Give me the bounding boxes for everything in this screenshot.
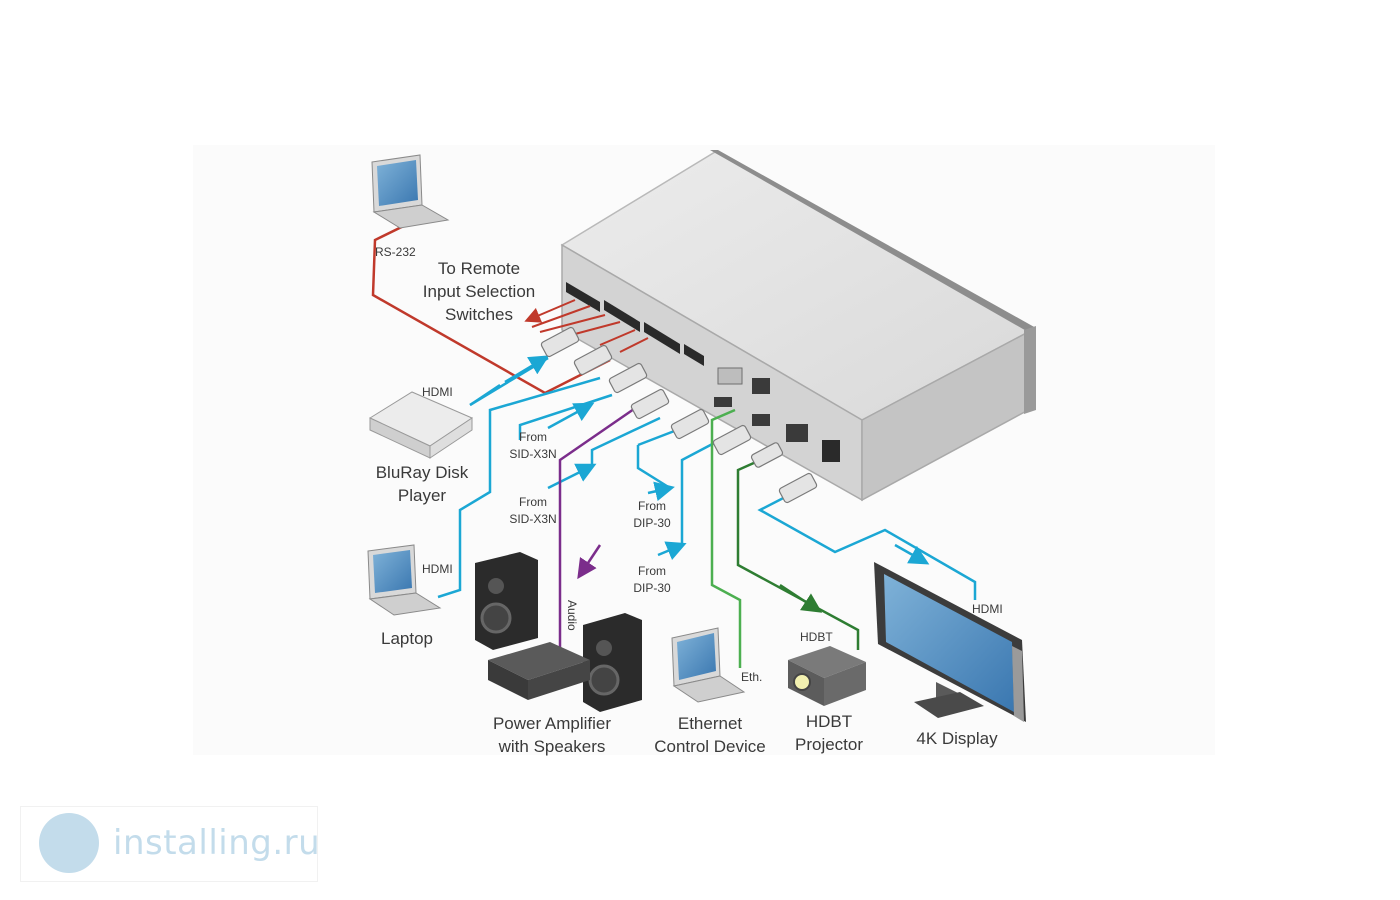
- laptop-icon: [367, 544, 442, 616]
- hdbt-cable-label: HDBT: [800, 630, 833, 644]
- dip-switch: [717, 367, 743, 385]
- hdbt-projector-icon: [788, 646, 866, 706]
- hdmi-bluray-label: HDMI: [422, 385, 453, 399]
- remote-switches-label-2: Input Selection: [423, 282, 535, 301]
- eth-label: Eth.: [741, 670, 762, 684]
- dip-label-2: DIP-30: [633, 581, 671, 595]
- projector-label-2: Projector: [795, 735, 863, 754]
- bluray-label-2: Player: [398, 486, 447, 505]
- ethernet-control-device-icon: [671, 627, 746, 703]
- audio-label: Audio: [565, 600, 579, 631]
- sid-label-1: SID-X3N: [509, 447, 556, 461]
- display-icon: [874, 562, 1026, 722]
- dip-label-1: DIP-30: [633, 516, 671, 530]
- dip-arrow-2: [657, 541, 687, 560]
- remote-switches-label-3: Switches: [445, 305, 513, 324]
- sid-cable-1: [518, 393, 613, 440]
- watermark-text: installing.ru: [113, 823, 321, 863]
- rs232-label: RS-232: [375, 245, 416, 259]
- watermark: installing.ru: [20, 806, 321, 882]
- from-label-2: From: [519, 495, 547, 509]
- sid-label-2: SID-X3N: [509, 512, 556, 526]
- rs232-laptop-icon: [371, 154, 450, 229]
- ethernet-device-label-2: Control Device: [654, 737, 766, 756]
- hdmi-cable-display: [757, 490, 977, 600]
- hdmi-cable-laptop: [437, 376, 601, 599]
- terminal-blocks: [566, 282, 704, 366]
- from-label-3: From: [638, 499, 666, 513]
- bluray-player-icon: [368, 391, 474, 459]
- amp-label-1: Power Amplifier: [493, 714, 611, 733]
- remote-switches-label-1: To Remote: [438, 259, 520, 278]
- hdmi-display-label: HDMI: [972, 602, 1003, 616]
- dip-arrow-1: [647, 481, 675, 502]
- installing-logo-icon: [39, 813, 99, 873]
- hdmi-display-arrow: [894, 543, 930, 565]
- cable-connectors: [540, 326, 818, 504]
- display-label: 4K Display: [916, 729, 998, 748]
- laptop-label: Laptop: [381, 629, 433, 648]
- hdmi-port-1: [714, 397, 732, 407]
- main-switcher-device: [560, 150, 1036, 502]
- rs232-cable: [371, 216, 611, 395]
- ethernet-cable: [710, 408, 742, 668]
- ethernet-device-label-1: Ethernet: [678, 714, 743, 733]
- rj45-port-hdbt: [786, 424, 808, 442]
- hdbt-arrow: [779, 583, 823, 613]
- from-label-4: From: [638, 564, 666, 578]
- hdmi-port-2: [752, 414, 770, 426]
- sid-cable-2: [590, 416, 661, 466]
- rj45-port-1: [752, 378, 770, 394]
- dip-cable-2: [680, 438, 721, 545]
- sid-arrow-2: [547, 463, 597, 490]
- power-amplifier-speakers-icon: [475, 552, 642, 712]
- audio-arrow: [577, 544, 602, 580]
- hdbt-cable: [736, 456, 860, 650]
- from-label-1: From: [519, 430, 547, 444]
- amp-label-2: with Speakers: [498, 737, 606, 756]
- projector-label-1: HDBT: [806, 712, 852, 731]
- bluray-label-1: BluRay Disk: [376, 463, 469, 482]
- power-connector: [822, 440, 840, 462]
- sid-arrow-1: [547, 402, 595, 430]
- hdmi-laptop-label: HDMI: [422, 562, 453, 576]
